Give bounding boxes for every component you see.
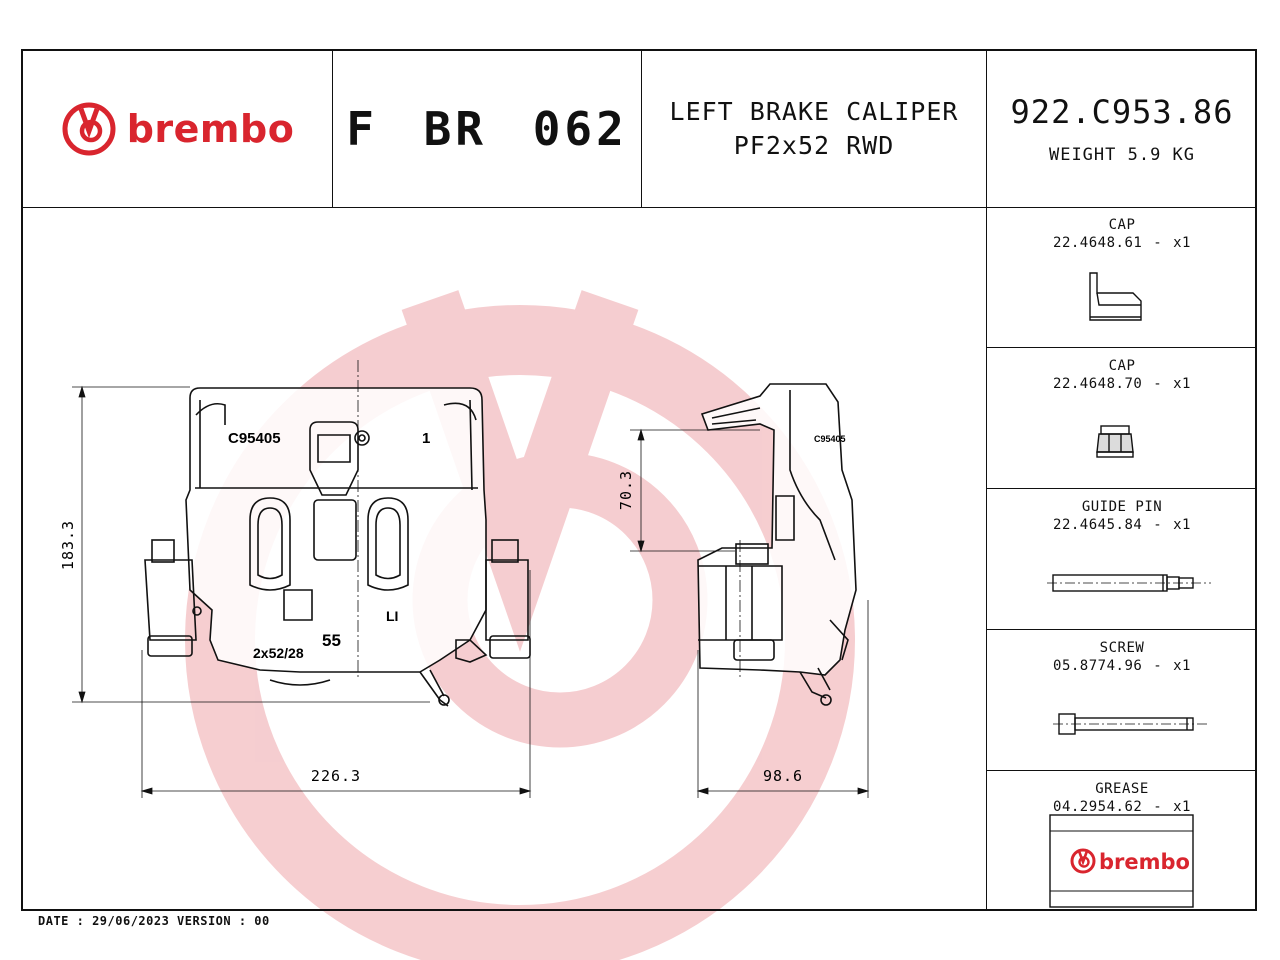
- parts-list: CAP 22.4648.61 - x1 CAP 22.4648.70 - x1: [986, 207, 1257, 909]
- part-name: SCREW: [1099, 640, 1145, 656]
- product-description: LEFT BRAKE CALIPER PF2x52 RWD: [670, 95, 959, 163]
- header-description-cell: LEFT BRAKE CALIPER PF2x52 RWD: [642, 51, 987, 207]
- parts-list-item: GUIDE PIN 22.4645.84 - x1: [987, 489, 1257, 630]
- front-width-value: 226.3: [311, 767, 361, 785]
- header-divider: [23, 207, 1255, 208]
- cap-icon: [1089, 272, 1142, 321]
- part-name: GUIDE PIN: [1081, 499, 1163, 515]
- part-code: 04.2954.62 - x1: [1053, 799, 1191, 815]
- part-code: 22.4645.84 - x1: [1053, 517, 1191, 533]
- header-logo-cell: brembo: [23, 51, 333, 207]
- part-code: 22.4648.70 - x1: [1053, 376, 1191, 392]
- cap-plug-icon: [1096, 425, 1134, 458]
- caliper-front-view: [144, 387, 531, 707]
- part-code: 05.8774.96 - x1: [1053, 658, 1191, 674]
- front-width-dimension: [140, 570, 532, 798]
- side-height-value: 70.3: [617, 470, 635, 510]
- part-name: CAP: [1108, 217, 1136, 233]
- grease-pack-icon: brembo: [1049, 814, 1194, 908]
- parts-list-item: CAP 22.4648.61 - x1: [987, 207, 1257, 348]
- brembo-logo-icon: [62, 102, 116, 156]
- footer-date-version: DATE : 29/06/2023 VERSION : 00: [38, 914, 270, 928]
- side-casting-code: C95405: [814, 434, 846, 444]
- caliper-side-view: [697, 383, 857, 706]
- screw-icon: [1053, 713, 1209, 735]
- product-code: F BR 062: [346, 102, 628, 156]
- weight: WEIGHT 5.9 KG: [1048, 145, 1196, 165]
- front-piston-mark: 55: [322, 631, 341, 650]
- brand-name: brembo: [126, 107, 295, 151]
- front-casting-code: C95405: [228, 430, 281, 447]
- brand-logo: brembo: [61, 101, 295, 157]
- grease-brand-text: brembo: [1099, 850, 1190, 874]
- header-partno-cell: 922.C953.86 WEIGHT 5.9 KG: [987, 51, 1257, 207]
- part-number: 922.C953.86: [1010, 93, 1234, 131]
- parts-list-item: SCREW 05.8774.96 - x1: [987, 630, 1257, 771]
- part-name: GREASE: [1095, 781, 1149, 797]
- front-side-mark: LI: [386, 608, 398, 624]
- guide-pin-icon: [1047, 574, 1211, 592]
- front-height-value: 183.3: [59, 520, 77, 570]
- description-line-1: LEFT BRAKE CALIPER: [669, 97, 959, 126]
- side-width-value: 98.6: [763, 767, 803, 785]
- brembo-logo-icon: [1070, 848, 1096, 874]
- side-height-dimension: [630, 428, 760, 553]
- header-code-cell: F BR 062: [333, 51, 642, 207]
- description-line-2: PF2x52 RWD: [733, 131, 895, 160]
- front-height-dimension: [72, 385, 430, 704]
- front-piston-spec: 2x52/28: [253, 645, 304, 661]
- part-code: 22.4648.61 - x1: [1053, 235, 1191, 251]
- front-side-number: 1: [422, 430, 430, 447]
- part-name: CAP: [1108, 358, 1136, 374]
- side-width-dimension: [696, 600, 870, 798]
- parts-list-item: CAP 22.4648.70 - x1: [987, 348, 1257, 489]
- drawing-sheet: brembo F BR 062 LEFT BRAKE CALIPER PF2x5…: [21, 49, 1257, 911]
- parts-list-item: GREASE 04.2954.62 - x1 brembo: [987, 771, 1257, 909]
